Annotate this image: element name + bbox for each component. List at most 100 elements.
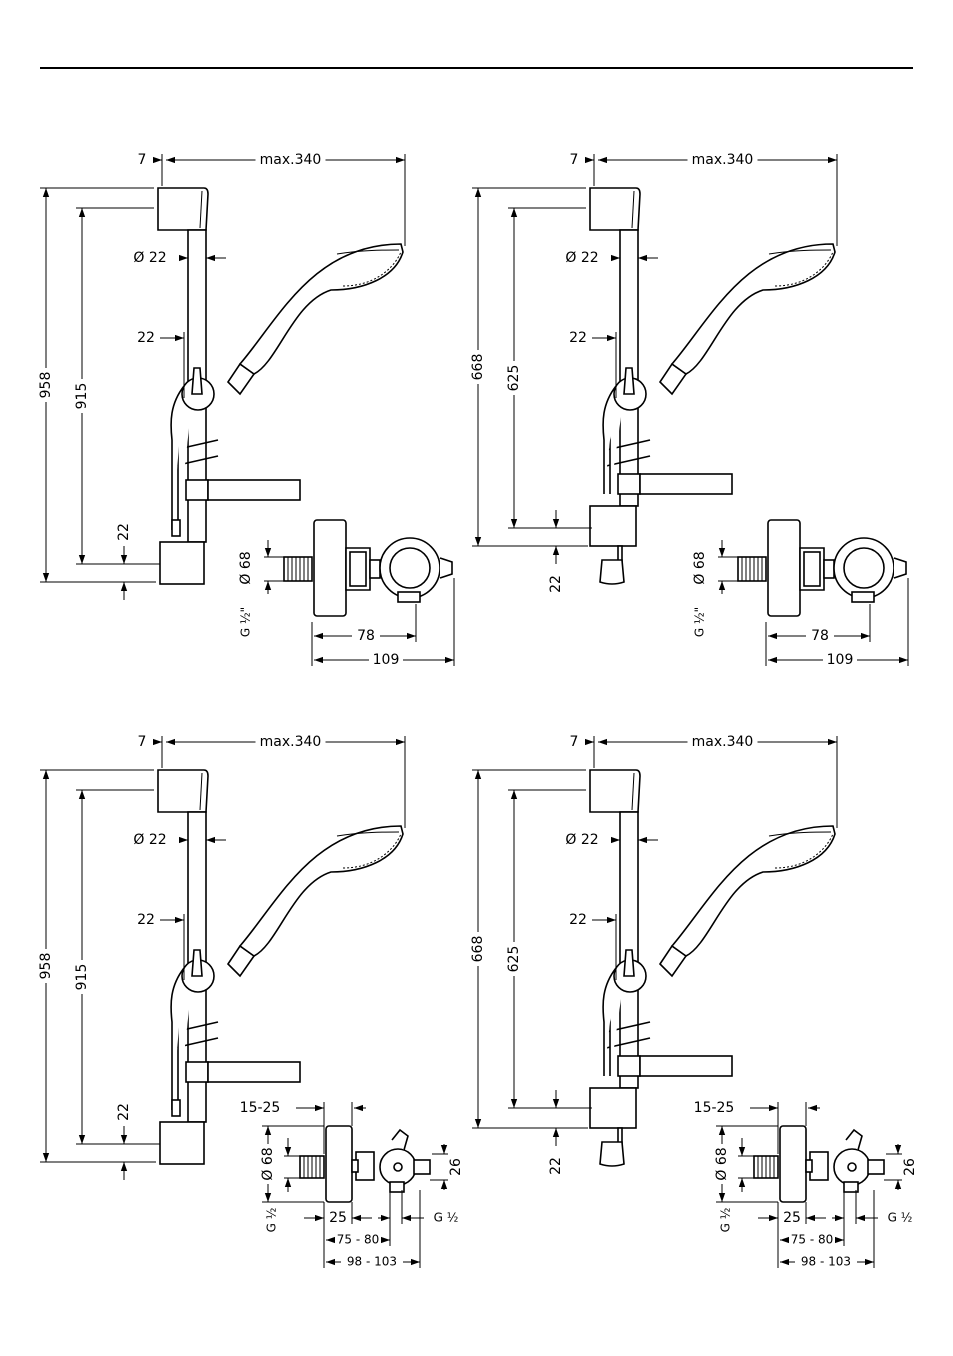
- rail-set-top-left: 7max.340Ø 222295891522: [37, 152, 405, 600]
- hose-nut: [600, 560, 624, 584]
- dim-total-label: 668: [470, 354, 486, 381]
- valve-spindle: [394, 1163, 402, 1171]
- stop-valve: 15-25 Ø 68 G ½ 26 25 G ½ 75 - 80 98 - 103: [240, 1100, 464, 1269]
- dim-bracket-label: 625: [506, 365, 522, 392]
- dim-holder-label: 22: [569, 330, 587, 346]
- slider-lever: [624, 368, 634, 394]
- rosette: [326, 1126, 352, 1202]
- dim-total-label: 668: [470, 936, 486, 963]
- hose-fitting: [172, 1100, 180, 1116]
- hand-shower-body: [240, 244, 403, 374]
- dim-bracket-label: 915: [74, 383, 90, 410]
- nut-face: [804, 552, 820, 586]
- thread-out-label: G ½: [434, 1211, 459, 1225]
- d98-label: 98 - 103: [347, 1255, 397, 1269]
- wall-elbow-valve: Ø 68G ½"78109: [238, 520, 454, 668]
- dim-bracket-label: 625: [506, 946, 522, 973]
- shelf-tray: [208, 1062, 300, 1082]
- shelf-clamp: [618, 1056, 640, 1076]
- dia-label: Ø 68: [260, 1147, 276, 1180]
- dim-bar-label: Ø 22: [133, 250, 166, 266]
- shelf-clamp: [618, 474, 640, 494]
- dim-109-label: 109: [373, 652, 400, 668]
- dia-label: Ø 68: [714, 1147, 730, 1180]
- thread-out-label: G ½: [888, 1211, 913, 1225]
- wall-bracket-bottom: [160, 542, 204, 584]
- outlet-bottom: [398, 592, 420, 602]
- elbow-bore: [390, 548, 430, 588]
- elbow-bore: [844, 548, 884, 588]
- hand-shower-body: [672, 244, 835, 374]
- depth-label: 15-25: [694, 1100, 735, 1116]
- valve-handle: [392, 1130, 408, 1150]
- shelf-clamp: [186, 1062, 208, 1082]
- hose-nut: [600, 1142, 624, 1166]
- dim-holder-label: 22: [137, 912, 155, 928]
- outlet-bottom: [852, 592, 874, 602]
- dia-label: Ø 68: [692, 551, 708, 584]
- dim-bar-label: Ø 22: [565, 832, 598, 848]
- connector: [806, 1160, 812, 1172]
- d98-label: 98 - 103: [801, 1255, 851, 1269]
- dim-reach-label: max.340: [692, 152, 754, 168]
- nut-face: [350, 552, 366, 586]
- rail-set-bottom-left: 7max.340Ø 222295891522: [37, 734, 405, 1180]
- dim-bottom-label: 22: [548, 1157, 564, 1175]
- dim-offset-label: 7: [570, 734, 579, 750]
- dim-reach-label: max.340: [692, 734, 754, 750]
- dim-bar-label: Ø 22: [133, 832, 166, 848]
- hand-shower-body: [240, 826, 403, 956]
- wall-bracket-bottom: [590, 506, 636, 546]
- outlet: [440, 558, 452, 578]
- dim-bottom-label: 22: [116, 523, 132, 541]
- thread-in-label: G ½: [265, 1208, 279, 1233]
- dim-holder-label: 22: [137, 330, 155, 346]
- hand-shower-body: [672, 826, 835, 956]
- d25-label: 25: [329, 1210, 347, 1226]
- stop-valve: 15-25 Ø 68 G ½ 26 25 G ½ 75 - 80 98 - 103: [694, 1100, 918, 1269]
- d25-label: 25: [783, 1210, 801, 1226]
- thread-label: G ½": [239, 607, 253, 637]
- rosette: [768, 520, 800, 616]
- valve-handle: [846, 1130, 862, 1150]
- depth-label: 15-25: [240, 1100, 281, 1116]
- wall-elbow-valve: Ø 68 G ½" 78 109: [692, 520, 908, 668]
- rail-set-bottom-right: 7 max.340 Ø 22 22 668 625 22: [469, 734, 837, 1175]
- dim-offset-label: 7: [138, 734, 147, 750]
- shelf-tray: [208, 480, 300, 500]
- rosette: [314, 520, 346, 616]
- dim-offset-label: 7: [570, 152, 579, 168]
- hose-fitting: [172, 520, 180, 536]
- thread-in-label: G ½: [719, 1208, 733, 1233]
- wall-bracket-bottom: [590, 1088, 636, 1128]
- outlet: [894, 558, 906, 578]
- dim-total-label: 958: [38, 953, 54, 980]
- d75-label: 75 - 80: [791, 1233, 834, 1247]
- dim-reach-label: max.340: [260, 152, 322, 168]
- dim-holder-label: 22: [569, 912, 587, 928]
- valve-spindle: [848, 1163, 856, 1171]
- shelf-tray: [640, 1056, 732, 1076]
- slider-lever: [624, 950, 634, 976]
- thread-label: G ½": [693, 607, 707, 637]
- slider-lever: [192, 368, 202, 394]
- dim-bottom-label: 22: [116, 1103, 132, 1121]
- header-rule: [40, 67, 913, 69]
- outlet: [868, 1160, 884, 1174]
- connector: [824, 560, 834, 578]
- dim-78-label: 78: [357, 628, 375, 644]
- connector: [352, 1160, 358, 1172]
- d75-label: 75 - 80: [337, 1233, 380, 1247]
- dim-bar-label: Ø 22: [565, 250, 598, 266]
- dim-109-label: 109: [827, 652, 854, 668]
- height-label: 26: [902, 1158, 918, 1176]
- outlet: [414, 1160, 430, 1174]
- rosette: [780, 1126, 806, 1202]
- dim-bracket-label: 915: [74, 964, 90, 991]
- dim-78-label: 78: [811, 628, 829, 644]
- wall-bracket-bottom: [160, 1122, 204, 1164]
- height-label: 26: [448, 1158, 464, 1176]
- shelf-tray: [640, 474, 732, 494]
